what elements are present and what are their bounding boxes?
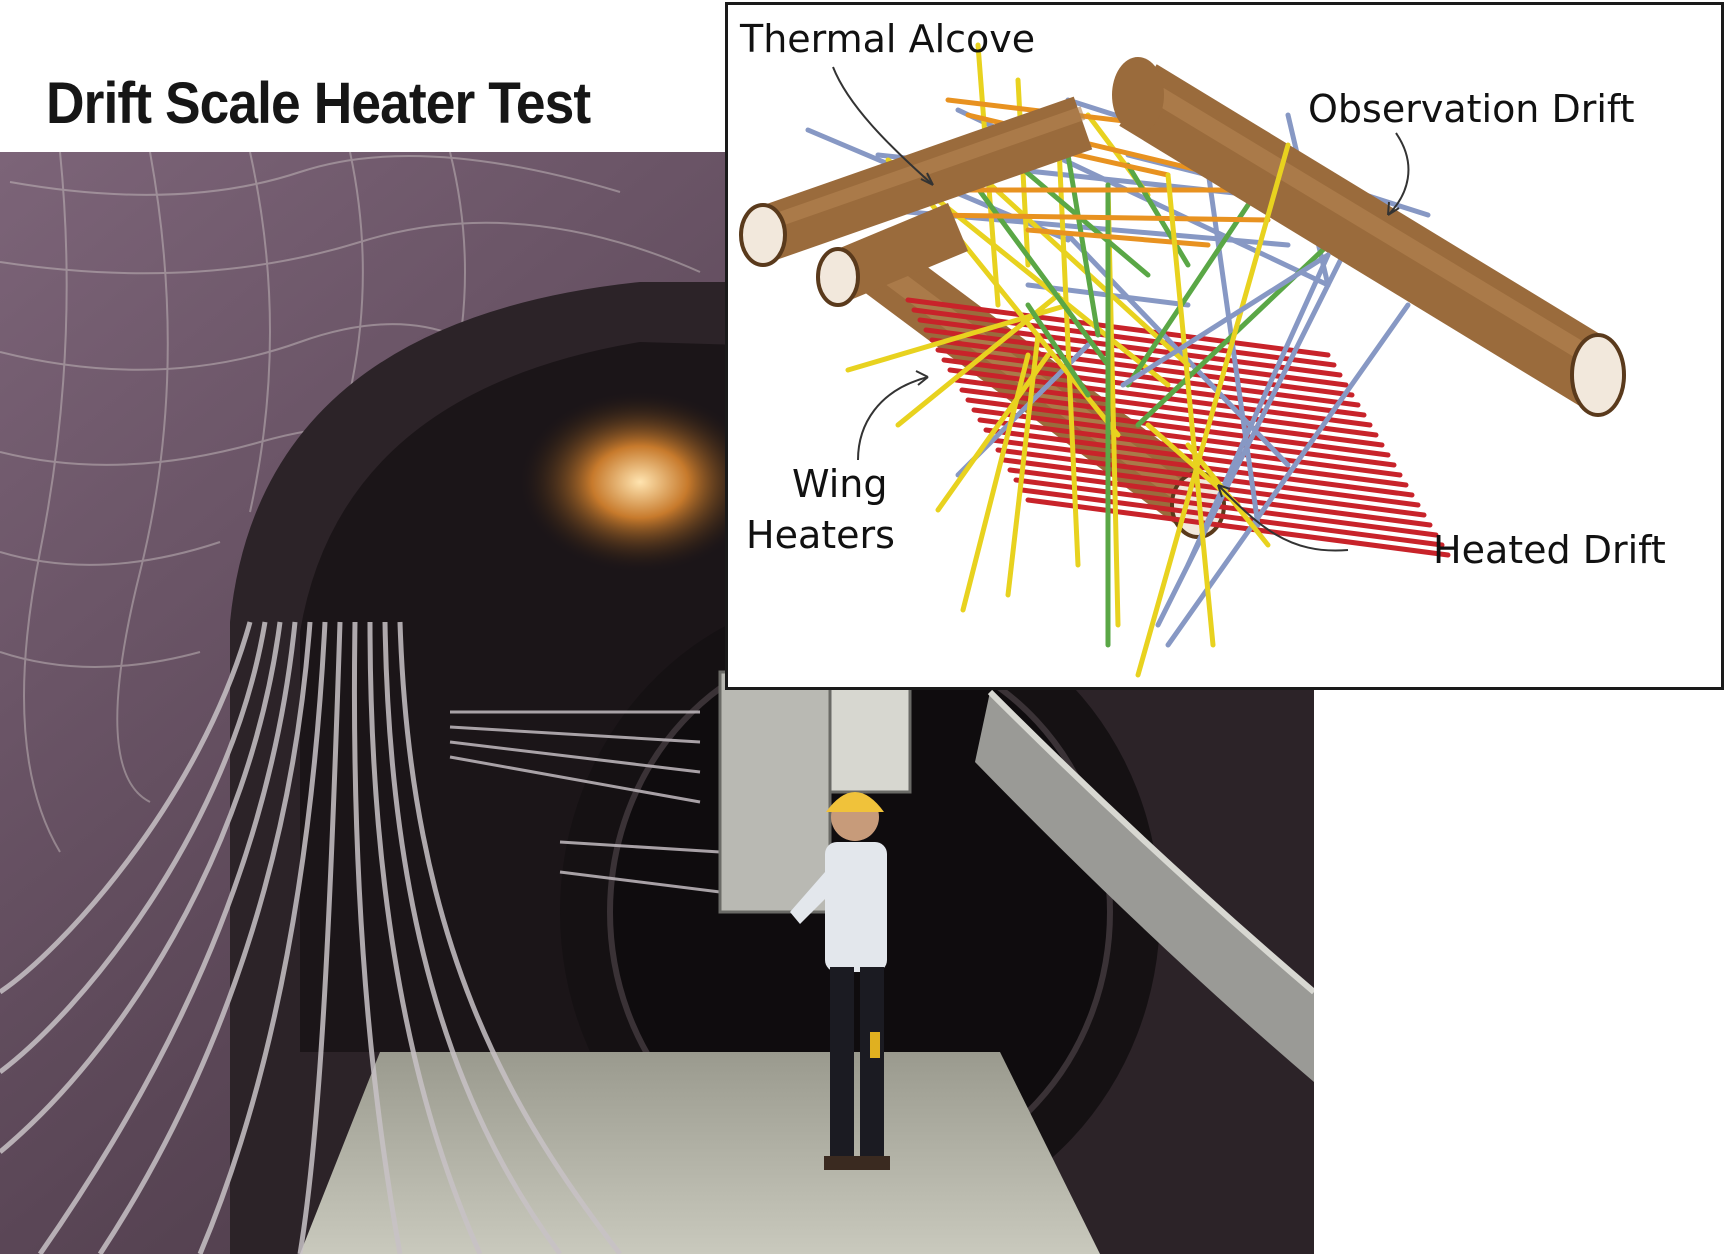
heated-drift-leader	[1217, 484, 1349, 552]
borehole-diagram: Thermal Alcove Observation Drift Wing He…	[725, 2, 1724, 690]
observation-drift-label: Observation Drift	[1308, 87, 1635, 131]
observation-drift-leader	[1387, 132, 1410, 216]
observation-drift-tube	[1112, 57, 1626, 417]
thermal-alcove-leader	[832, 66, 934, 186]
thermal-alcove-tube	[739, 96, 1093, 307]
wing-heaters-leader	[857, 376, 929, 461]
wing-heaters-label-line2: Heaters	[746, 513, 895, 557]
boreholes	[805, 42, 1431, 648]
thermal-alcove-label: Thermal Alcove	[739, 17, 1035, 61]
heated-drift-label: Heated Drift	[1433, 528, 1666, 572]
wing-heaters-label-line1: Wing	[792, 462, 888, 506]
page-title: Drift Scale Heater Test	[46, 71, 591, 136]
